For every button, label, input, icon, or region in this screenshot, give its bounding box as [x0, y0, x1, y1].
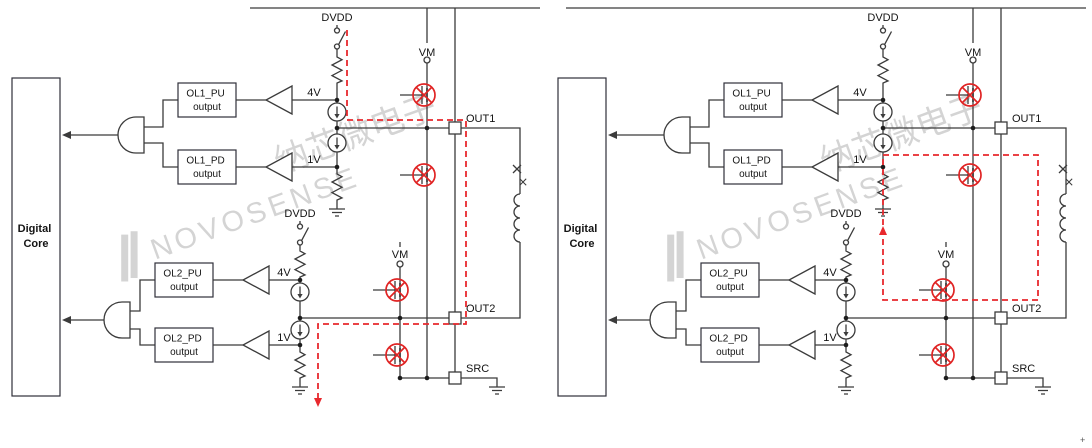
panel-right-circuit: + — [546, 0, 1092, 445]
panel-left-circuit — [0, 0, 546, 407]
corner-mark: + — [1080, 435, 1085, 445]
current-path-left — [314, 30, 467, 407]
current-path-arrow — [314, 398, 322, 407]
current-loop-arrow — [879, 226, 887, 235]
current-loop-right — [879, 154, 1039, 301]
